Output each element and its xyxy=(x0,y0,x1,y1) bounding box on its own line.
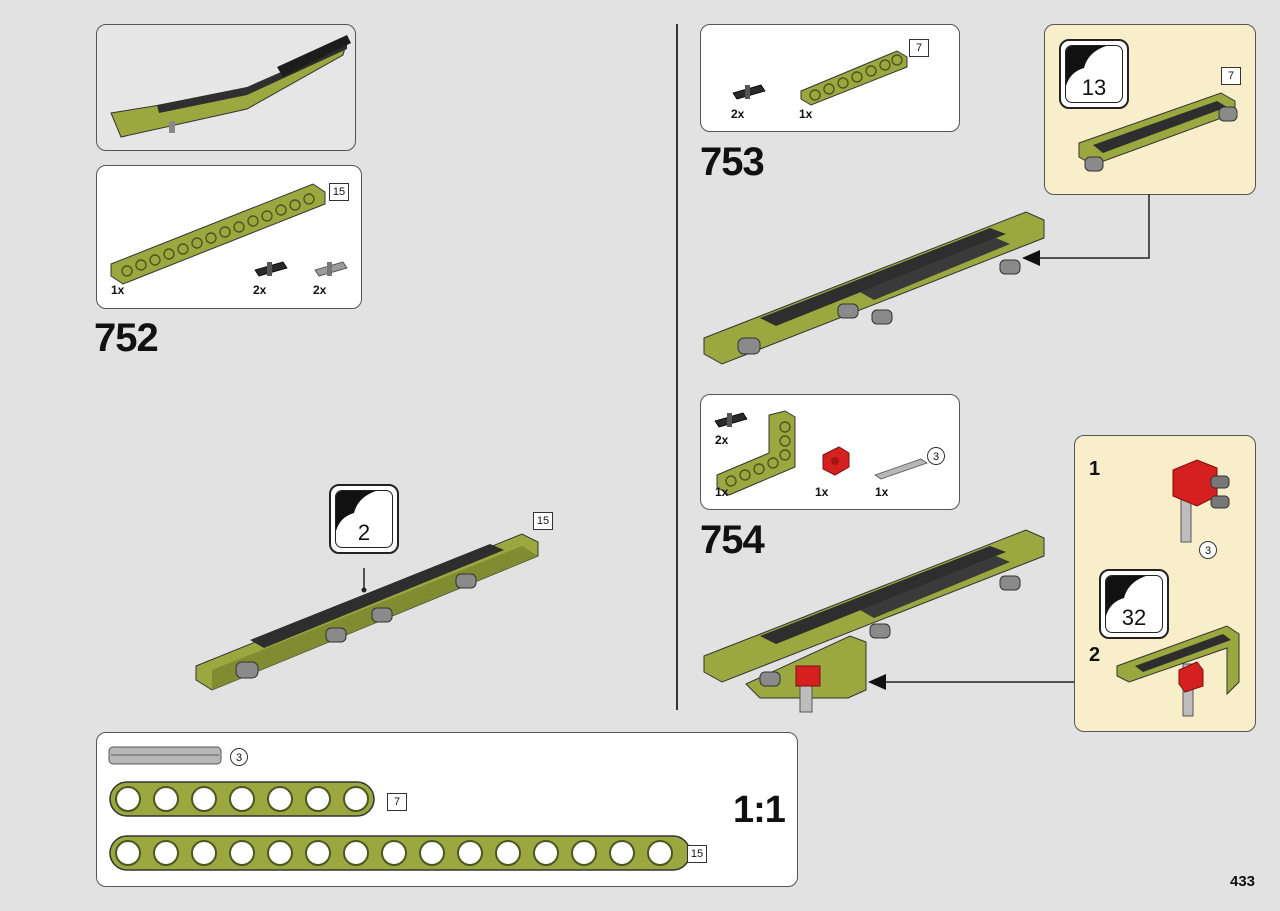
beam-length-badge: 7 xyxy=(387,793,407,811)
gray-pin-part xyxy=(314,261,348,277)
part-qty: 2x xyxy=(313,283,327,297)
part-qty: 1x xyxy=(111,283,125,297)
beam-length-badge: 7 xyxy=(1221,67,1241,85)
part-qty: 1x xyxy=(815,485,829,499)
step-753-assembly xyxy=(703,211,1045,365)
submodel-count: 32 xyxy=(1121,605,1147,630)
part-qty: 2x xyxy=(731,107,745,121)
beam-length-badge: 15 xyxy=(533,512,553,530)
axle-3-part xyxy=(874,458,928,480)
page-number: 433 xyxy=(1230,873,1256,890)
step-754-assembly xyxy=(703,529,1045,713)
submodel-count: 13 xyxy=(1081,75,1107,100)
column-divider xyxy=(676,24,678,710)
part-qty: 1x xyxy=(799,107,813,121)
step-754-parts-list: 3 2x 1x 1x 1x xyxy=(700,394,960,510)
part-qty: 1x xyxy=(875,485,889,499)
scale-label: 1:1 xyxy=(733,789,786,831)
beam-length-badge: 15 xyxy=(687,845,707,863)
step-number: 754 xyxy=(700,518,765,562)
sub-step-2-illustration xyxy=(1116,625,1240,717)
beam-15-reference xyxy=(109,835,691,871)
attach-arrow xyxy=(1022,194,1150,266)
sub-step-number: 1 xyxy=(1089,458,1101,480)
submodel-callout: 2 xyxy=(329,484,399,554)
beam-7-reference xyxy=(109,781,375,817)
part-qty: 1x xyxy=(715,485,729,499)
step-753-parts-list: 7 2x 1x xyxy=(700,24,960,132)
step-number: 752 xyxy=(94,316,159,360)
previous-model-illustration xyxy=(110,35,351,138)
sub-step-number: 2 xyxy=(1089,644,1101,666)
submodel-count: 2 xyxy=(357,520,371,545)
black-pin-part xyxy=(254,261,288,277)
attach-arrow xyxy=(868,674,1074,690)
step-754-subassembly-panel: 1 3 32 2 xyxy=(1074,435,1256,732)
axle-length-badge: 3 xyxy=(1199,541,1217,559)
part-qty: 2x xyxy=(715,433,729,447)
submodel-callout: 13 xyxy=(1059,39,1129,109)
part-qty: 2x xyxy=(253,283,267,297)
step-752-assembly xyxy=(195,533,539,691)
axle-3-reference xyxy=(108,746,222,765)
beam-length-badge: 15 xyxy=(329,183,349,201)
beam-7-part xyxy=(800,50,908,106)
scale-reference-panel: 3 7 15 1:1 xyxy=(96,732,798,887)
step-753-subassembly-panel: 13 7 xyxy=(1044,24,1256,195)
black-pin-part xyxy=(732,84,766,100)
axle-length-badge: 3 xyxy=(230,748,248,766)
subassembly-illustration xyxy=(1078,92,1238,172)
beam-15-part xyxy=(110,183,326,285)
sub-step-1-illustration xyxy=(1172,459,1230,543)
step-752-parts-list: 15 1x 2x 2x xyxy=(96,165,362,309)
black-pin-part xyxy=(714,412,748,428)
red-connector-part xyxy=(822,446,850,476)
axle-length-badge: 3 xyxy=(927,447,945,465)
l-beam-part xyxy=(716,410,796,496)
previous-model-panel xyxy=(96,24,356,151)
submodel-callout: 32 xyxy=(1099,569,1169,639)
step-number: 753 xyxy=(700,140,765,184)
beam-length-badge: 7 xyxy=(909,39,929,57)
